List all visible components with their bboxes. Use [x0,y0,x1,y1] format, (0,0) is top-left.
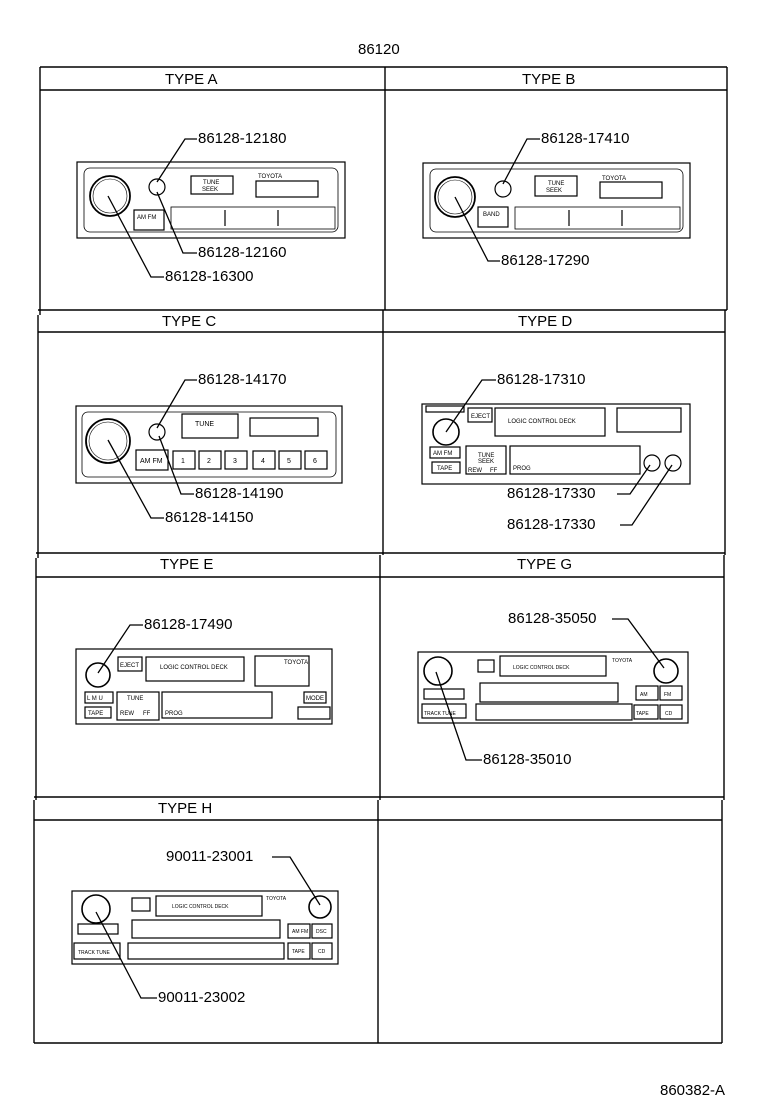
svg-text:AM FM: AM FM [292,929,308,935]
footer-code: 860382-A [660,1082,726,1099]
part-label: 86128-17310 [497,371,586,388]
svg-text:FM: FM [664,692,671,698]
radio-type-a [76,161,346,239]
part-label: 86128-35050 [508,610,597,627]
svg-text:2: 2 [207,458,211,465]
svg-text:1: 1 [181,458,185,465]
panel-header-type-b: TYPE B [522,71,576,88]
svg-text:SEEK: SEEK [478,459,494,465]
radio-type-g [417,651,689,724]
part-label: 86128-17490 [144,616,233,633]
radio-type-d [421,403,691,485]
svg-text:FF: FF [490,468,498,474]
svg-text:6: 6 [313,458,317,465]
part-label: 86128-17290 [501,252,590,269]
part-label: 86128-14190 [195,485,284,502]
part-label: 90011-23001 [166,848,254,865]
svg-text:AM FM: AM FM [433,451,452,457]
svg-text:3: 3 [233,458,237,465]
part-label: 86128-12180 [198,130,287,147]
toyota-text-a: TOYOTA [258,174,282,180]
svg-text:TAPE: TAPE [636,711,649,717]
panel-header-type-a: TYPE A [165,71,218,88]
part-label: 86128-35010 [483,751,572,768]
svg-text:FF: FF [143,711,151,717]
part-label: 86128-14170 [198,371,287,388]
part-label: 86128-17330 [507,516,596,533]
radio-type-e [75,648,333,725]
part-label: 86128-16300 [165,268,254,285]
part-label: 86128-14150 [165,509,254,526]
svg-text:DSC: DSC [316,929,327,935]
svg-text:EJECT: EJECT [471,414,490,420]
svg-text:REW: REW [120,711,134,717]
svg-text:AM FM: AM FM [137,215,156,221]
svg-text:5: 5 [287,458,291,465]
svg-text:AM FM: AM FM [140,458,163,465]
svg-text:TRACK TUNE: TRACK TUNE [78,950,111,956]
svg-text:LOGIC CONTROL DECK: LOGIC CONTROL DECK [172,904,229,910]
svg-text:TUNE: TUNE [203,180,219,186]
radio-type-b [422,162,691,239]
svg-text:TUNE: TUNE [478,453,494,459]
svg-text:TAPE: TAPE [437,466,452,472]
svg-text:CD: CD [665,711,673,717]
svg-text:TUNE: TUNE [127,696,143,702]
svg-text:TOYOTA: TOYOTA [266,896,287,902]
part-label: 90011-23002 [158,989,246,1006]
svg-text:TOYOTA: TOYOTA [284,660,308,666]
svg-text:AM: AM [640,692,648,698]
part-label: 86128-17410 [541,130,630,147]
svg-text:EJECT: EJECT [120,663,139,669]
svg-text:SEEK: SEEK [546,188,562,194]
panel-header-type-g: TYPE G [517,556,573,573]
svg-text:BAND: BAND [483,212,500,218]
panel-header-type-c: TYPE C [162,313,217,330]
svg-text:TRACK TUNE: TRACK TUNE [424,711,457,717]
svg-text:PROG: PROG [165,711,183,717]
radio-type-h [71,890,339,965]
panel-header-type-h: TYPE H [158,800,213,817]
svg-text:TUNE: TUNE [195,421,214,428]
svg-text:TOYOTA: TOYOTA [602,176,626,182]
svg-text:L M U: L M U [87,696,103,702]
part-label: 86128-12160 [198,244,287,261]
svg-text:LOGIC CONTROL DECK: LOGIC CONTROL DECK [160,665,228,671]
svg-text:SEEK: SEEK [202,187,218,193]
svg-text:TOYOTA: TOYOTA [612,658,633,664]
svg-text:CD: CD [318,949,326,955]
svg-text:4: 4 [261,458,265,465]
svg-text:TAPE: TAPE [88,711,103,717]
panel-header-type-e: TYPE E [160,556,214,573]
diagram-title: 86120 [358,41,400,58]
svg-text:PROG: PROG [513,466,531,472]
svg-text:LOGIC CONTROL DECK: LOGIC CONTROL DECK [513,665,570,671]
part-label: 86128-17330 [507,485,596,502]
svg-text:LOGIC CONTROL DECK: LOGIC CONTROL DECK [508,419,576,425]
svg-text:TAPE: TAPE [292,949,305,955]
svg-text:REW: REW [468,468,482,474]
svg-text:TUNE: TUNE [548,181,564,187]
panel-header-type-d: TYPE D [518,313,573,330]
svg-text:MODE: MODE [306,696,324,702]
radio-type-c [75,405,343,484]
